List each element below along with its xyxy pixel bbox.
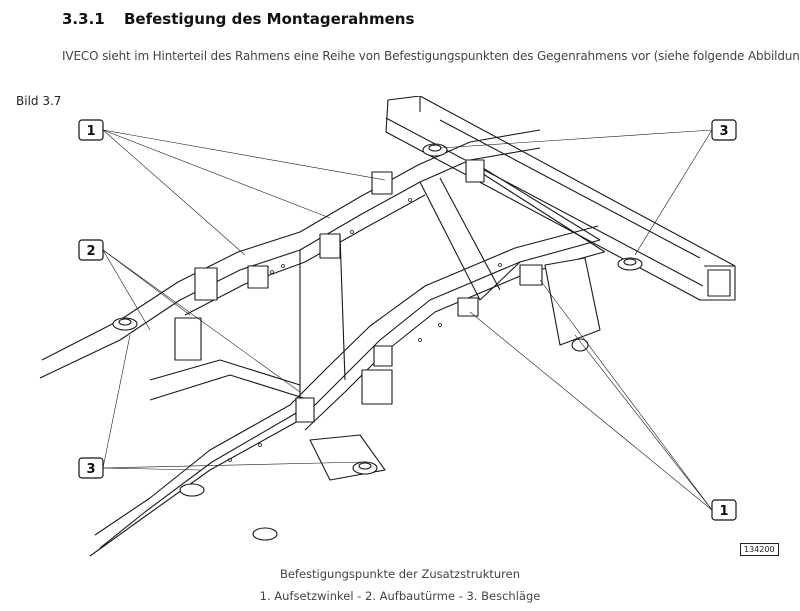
figure-caption: Befestigungspunkte der Zusatzstrukturen <box>279 567 521 581</box>
section-number: 3.3.1 <box>62 10 105 28</box>
figure-code: 134200 <box>740 543 779 556</box>
chassis-frame-drawing: 1 2 3 3 1 <box>39 96 737 557</box>
callout-2: 2 <box>86 244 95 259</box>
rail-holes <box>228 198 502 462</box>
callout-3-right: 3 <box>719 124 728 139</box>
figure-label: Bild 3.7 <box>16 94 62 108</box>
leader-lines <box>102 129 713 511</box>
figure-legend: 1. Aufsetzwinkel - 2. Aufbautürme - 3. B… <box>259 589 541 603</box>
callout-1-top-left: 1 <box>86 124 95 139</box>
section-title: Befestigung des Montagerahmens <box>124 10 415 28</box>
section-heading: 3.3.1 Befestigung des Montagerahmens <box>62 10 414 28</box>
callout-boxes <box>78 119 737 521</box>
fittings <box>112 143 643 541</box>
callout-3-left: 3 <box>86 462 95 477</box>
intro-paragraph: IVECO sieht im Hinterteil des Rahmens ei… <box>62 49 800 63</box>
mounting-brackets <box>174 159 601 481</box>
callout-1-bottom-right: 1 <box>719 504 728 519</box>
